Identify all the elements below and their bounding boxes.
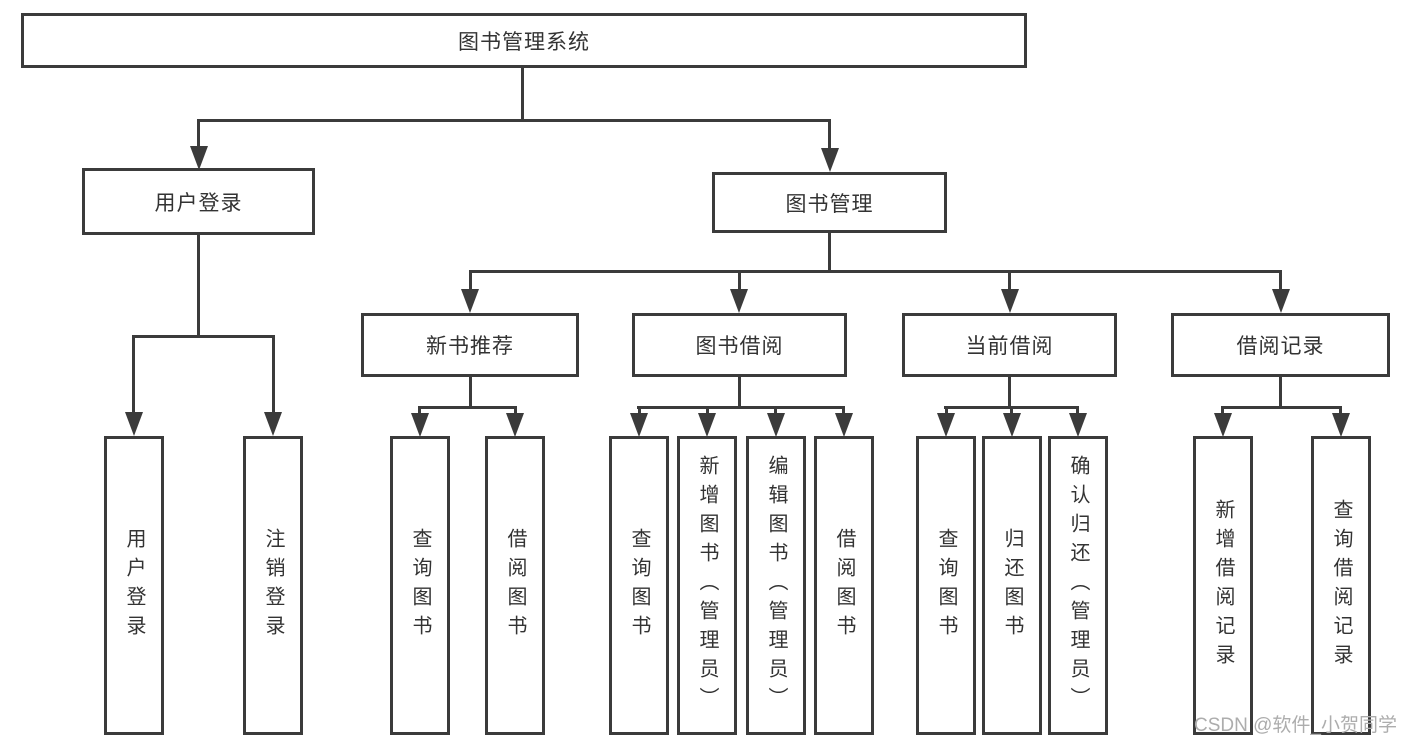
node-new-book-recommend-label: 新书推荐 [426,335,514,358]
connector-line [469,270,472,290]
connector-line [1279,377,1282,408]
node-user-login: 用户登录 [82,168,315,235]
arrowhead-icon [767,413,785,437]
csdn-watermark: CSDN @软件_小贺同学 [1194,715,1397,736]
arrowhead-icon [730,289,748,313]
leaf-return-books: 归还图书 [982,436,1042,735]
connector-line [469,377,472,408]
connector-line [469,270,1280,273]
leaf-query-books-current-label: 查询图书 [935,527,957,644]
connector-line [521,68,524,120]
connector-line [197,119,200,146]
connector-line [1221,406,1341,409]
node-borrow-records: 借阅记录 [1171,313,1390,377]
leaf-edit-books-admin-label: 编辑图书（管理员） [765,455,787,716]
node-new-book-recommend: 新书推荐 [361,313,579,377]
leaf-query-books-new-label: 查询图书 [409,527,431,644]
connector-line [1076,406,1079,414]
leaf-borrow-books-new: 借阅图书 [485,436,545,735]
leaf-query-books-borrow-label: 查询图书 [628,527,650,644]
connector-line [637,406,845,409]
arrowhead-icon [821,148,839,172]
leaf-query-borrow-record-label: 查询借阅记录 [1330,498,1352,673]
leaf-user-login: 用户登录 [104,436,164,735]
leaf-borrow-books-label: 借阅图书 [833,527,855,644]
connector-line [514,406,517,414]
connector-line [828,233,831,272]
connector-line [197,119,831,122]
node-book-borrow-label: 图书借阅 [695,335,784,358]
connector-line [132,335,135,412]
connector-line [1008,270,1011,290]
connector-line [272,335,275,412]
arrowhead-icon [1001,289,1019,313]
leaf-logout-login-label: 注销登录 [262,527,284,644]
connector-line [418,406,421,414]
arrowhead-icon [1214,413,1232,437]
leaf-edit-books-admin: 编辑图书（管理员） [746,436,806,735]
leaf-borrow-books: 借阅图书 [814,436,874,735]
leaf-query-books-new: 查询图书 [390,436,450,735]
connector-line [1279,270,1282,290]
connector-line [945,406,948,414]
node-book-management: 图书管理 [712,172,947,233]
connector-line [638,406,641,414]
arrowhead-icon [698,413,716,437]
connector-line [738,377,741,408]
leaf-user-login-label: 用户登录 [123,527,145,644]
leaf-borrow-books-new-label: 借阅图书 [504,527,526,644]
node-book-management-label: 图书管理 [785,192,874,216]
arrowhead-icon [630,413,648,437]
connector-line [774,406,777,414]
arrowhead-icon [264,412,282,436]
connector-line [132,335,275,338]
arrowhead-icon [461,289,479,313]
connector-line [1010,406,1013,414]
leaf-add-books-admin-label: 新增图书（管理员） [696,455,718,716]
node-root-label: 图书管理系统 [458,30,590,54]
connector-line [1008,377,1011,408]
arrowhead-icon [1332,413,1350,437]
arrowhead-icon [411,413,429,437]
connector-line [706,406,709,414]
connector-line [419,406,516,409]
leaf-confirm-return-admin: 确认归还（管理员） [1048,436,1108,735]
connector-line [842,406,845,414]
arrowhead-icon [506,413,524,437]
connector-line [828,119,831,148]
node-user-login-label: 用户登录 [154,191,243,215]
leaf-query-books-current: 查询图书 [916,436,976,735]
node-root: 图书管理系统 [21,13,1027,68]
leaf-add-books-admin: 新增图书（管理员） [677,436,737,735]
connector-line [1339,406,1342,414]
node-current-borrow-label: 当前借阅 [965,335,1054,358]
leaf-add-borrow-record-label: 新增借阅记录 [1212,498,1234,673]
arrowhead-icon [1272,289,1290,313]
leaf-return-books-label: 归还图书 [1001,527,1023,644]
leaf-add-borrow-record: 新增借阅记录 [1193,436,1253,735]
arrowhead-icon [125,412,143,436]
node-book-borrow: 图书借阅 [632,313,847,377]
arrowhead-icon [1069,413,1087,437]
arrowhead-icon [835,413,853,437]
node-borrow-records-label: 借阅记录 [1236,335,1325,358]
leaf-query-books-borrow: 查询图书 [609,436,669,735]
connector-line [1221,406,1224,414]
leaf-confirm-return-admin-label: 确认归还（管理员） [1067,455,1089,716]
connector-line [738,270,741,290]
leaf-logout-login: 注销登录 [243,436,303,735]
leaf-query-borrow-record: 查询借阅记录 [1311,436,1371,735]
arrowhead-icon [1003,413,1021,437]
arrowhead-icon [190,146,208,170]
connector-line [197,235,200,337]
arrowhead-icon [937,413,955,437]
node-current-borrow: 当前借阅 [902,313,1117,377]
